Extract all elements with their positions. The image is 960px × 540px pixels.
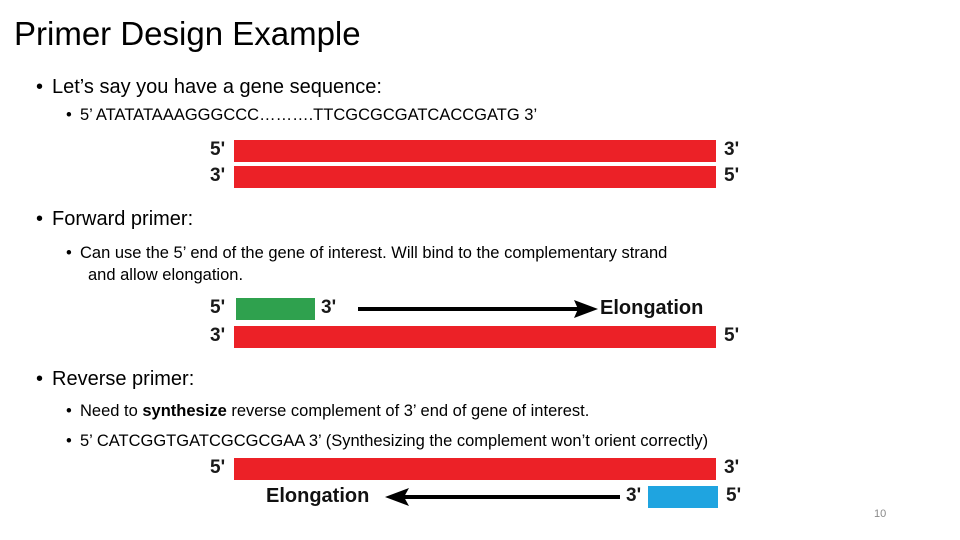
forward-primer-detail-line1: Can use the 5’ end of the gene of intere… <box>80 244 668 262</box>
gene-sequence-text: 5’ ATATATAAAGGGCCC……….TTCGCGCGATCACCGATG… <box>80 106 538 124</box>
forward-template-right-end-label: 5' <box>724 325 740 346</box>
reverse-primer-sequence-text: 5’ CATCGGTGATCGCGCGAA 3’ (Synthesizing t… <box>80 432 709 450</box>
duplex-bottom-right-end-label: 5' <box>724 165 740 186</box>
reverse-primer-row: Elongation 3' 5' <box>0 485 960 508</box>
reverse-template-row: 5' 3' <box>0 457 960 480</box>
forward-template-left-end-label: 3' <box>210 325 226 346</box>
reverse-primer-need-post: reverse complement of 3’ end of gene of … <box>226 402 590 420</box>
duplex-bottom-strand-bar <box>234 166 716 188</box>
forward-primer-row: 5' 3' Elongation <box>0 297 960 320</box>
page-number: 10 <box>874 508 887 520</box>
bullet-forward-primer-heading-label: Forward primer: <box>52 208 194 230</box>
forward-primer-bar <box>236 298 315 320</box>
duplex-bottom-strand-row: 3' 5' <box>0 165 960 188</box>
reverse-primer-right-end-label: 5' <box>726 485 742 506</box>
reverse-primer-need-pre: Need to <box>80 402 143 420</box>
page-title: Primer Design Example <box>14 15 361 52</box>
reverse-template-bar <box>234 458 716 480</box>
bullet-reverse-primer-heading: • Reverse primer: <box>36 366 194 392</box>
reverse-template-left-end-label: 5' <box>210 457 226 478</box>
reverse-elongation-label: Elongation <box>266 485 370 507</box>
bullet-reverse-primer-heading-label: Reverse primer: <box>52 368 195 390</box>
reverse-primer-bar <box>648 486 718 508</box>
reverse-primer-left-end-label: 3' <box>626 485 642 506</box>
elongation-arrow-left <box>385 486 620 508</box>
duplex-top-strand-bar <box>234 140 716 162</box>
bullet-marker: • <box>36 76 44 98</box>
bullet-marker: • <box>36 368 44 390</box>
bullet-marker: • <box>66 432 72 450</box>
bullet-forward-primer-detail: • Can use the 5’ end of the gene of inter… <box>66 242 946 286</box>
forward-template-row: 3' 5' <box>0 325 960 348</box>
bullet-reverse-primer-need: • Need to synthesize reverse complement o… <box>66 400 589 422</box>
bullet-forward-primer-heading: • Forward primer: <box>36 206 193 232</box>
bullet-reverse-primer-sequence: • 5’ CATCGGTGATCGCGCGAA 3’ (Synthesizing … <box>66 430 708 452</box>
reverse-template-right-end-label: 3' <box>724 457 740 478</box>
bullet-marker: • <box>36 208 44 230</box>
bullet-gene-sequence-heading: • Let’s say you have a gene sequence: <box>36 74 382 100</box>
reverse-primer-need-emphasis: synthesize <box>142 402 227 420</box>
bullet-gene-sequence: • 5’ ATATATAAAGGGCCC……….TTCGCGCGATCACCGAT… <box>66 104 537 126</box>
duplex-top-left-end-label: 5' <box>210 139 226 160</box>
forward-primer-left-end-label: 5' <box>210 297 226 318</box>
bullet-gene-sequence-heading-label: Let’s say you have a gene sequence: <box>52 76 382 98</box>
forward-template-bar <box>234 326 716 348</box>
bullet-marker: • <box>66 244 72 262</box>
forward-primer-right-end-label: 3' <box>321 297 337 318</box>
duplex-bottom-left-end-label: 3' <box>210 165 226 186</box>
forward-elongation-label: Elongation <box>600 297 704 319</box>
bullet-marker: • <box>66 106 72 124</box>
bullet-marker: • <box>66 402 72 420</box>
forward-primer-detail-line2: and allow elongation. <box>88 266 244 284</box>
elongation-arrow-right <box>358 298 598 320</box>
duplex-top-right-end-label: 3' <box>724 139 740 160</box>
duplex-top-strand-row: 5' 3' <box>0 139 960 162</box>
